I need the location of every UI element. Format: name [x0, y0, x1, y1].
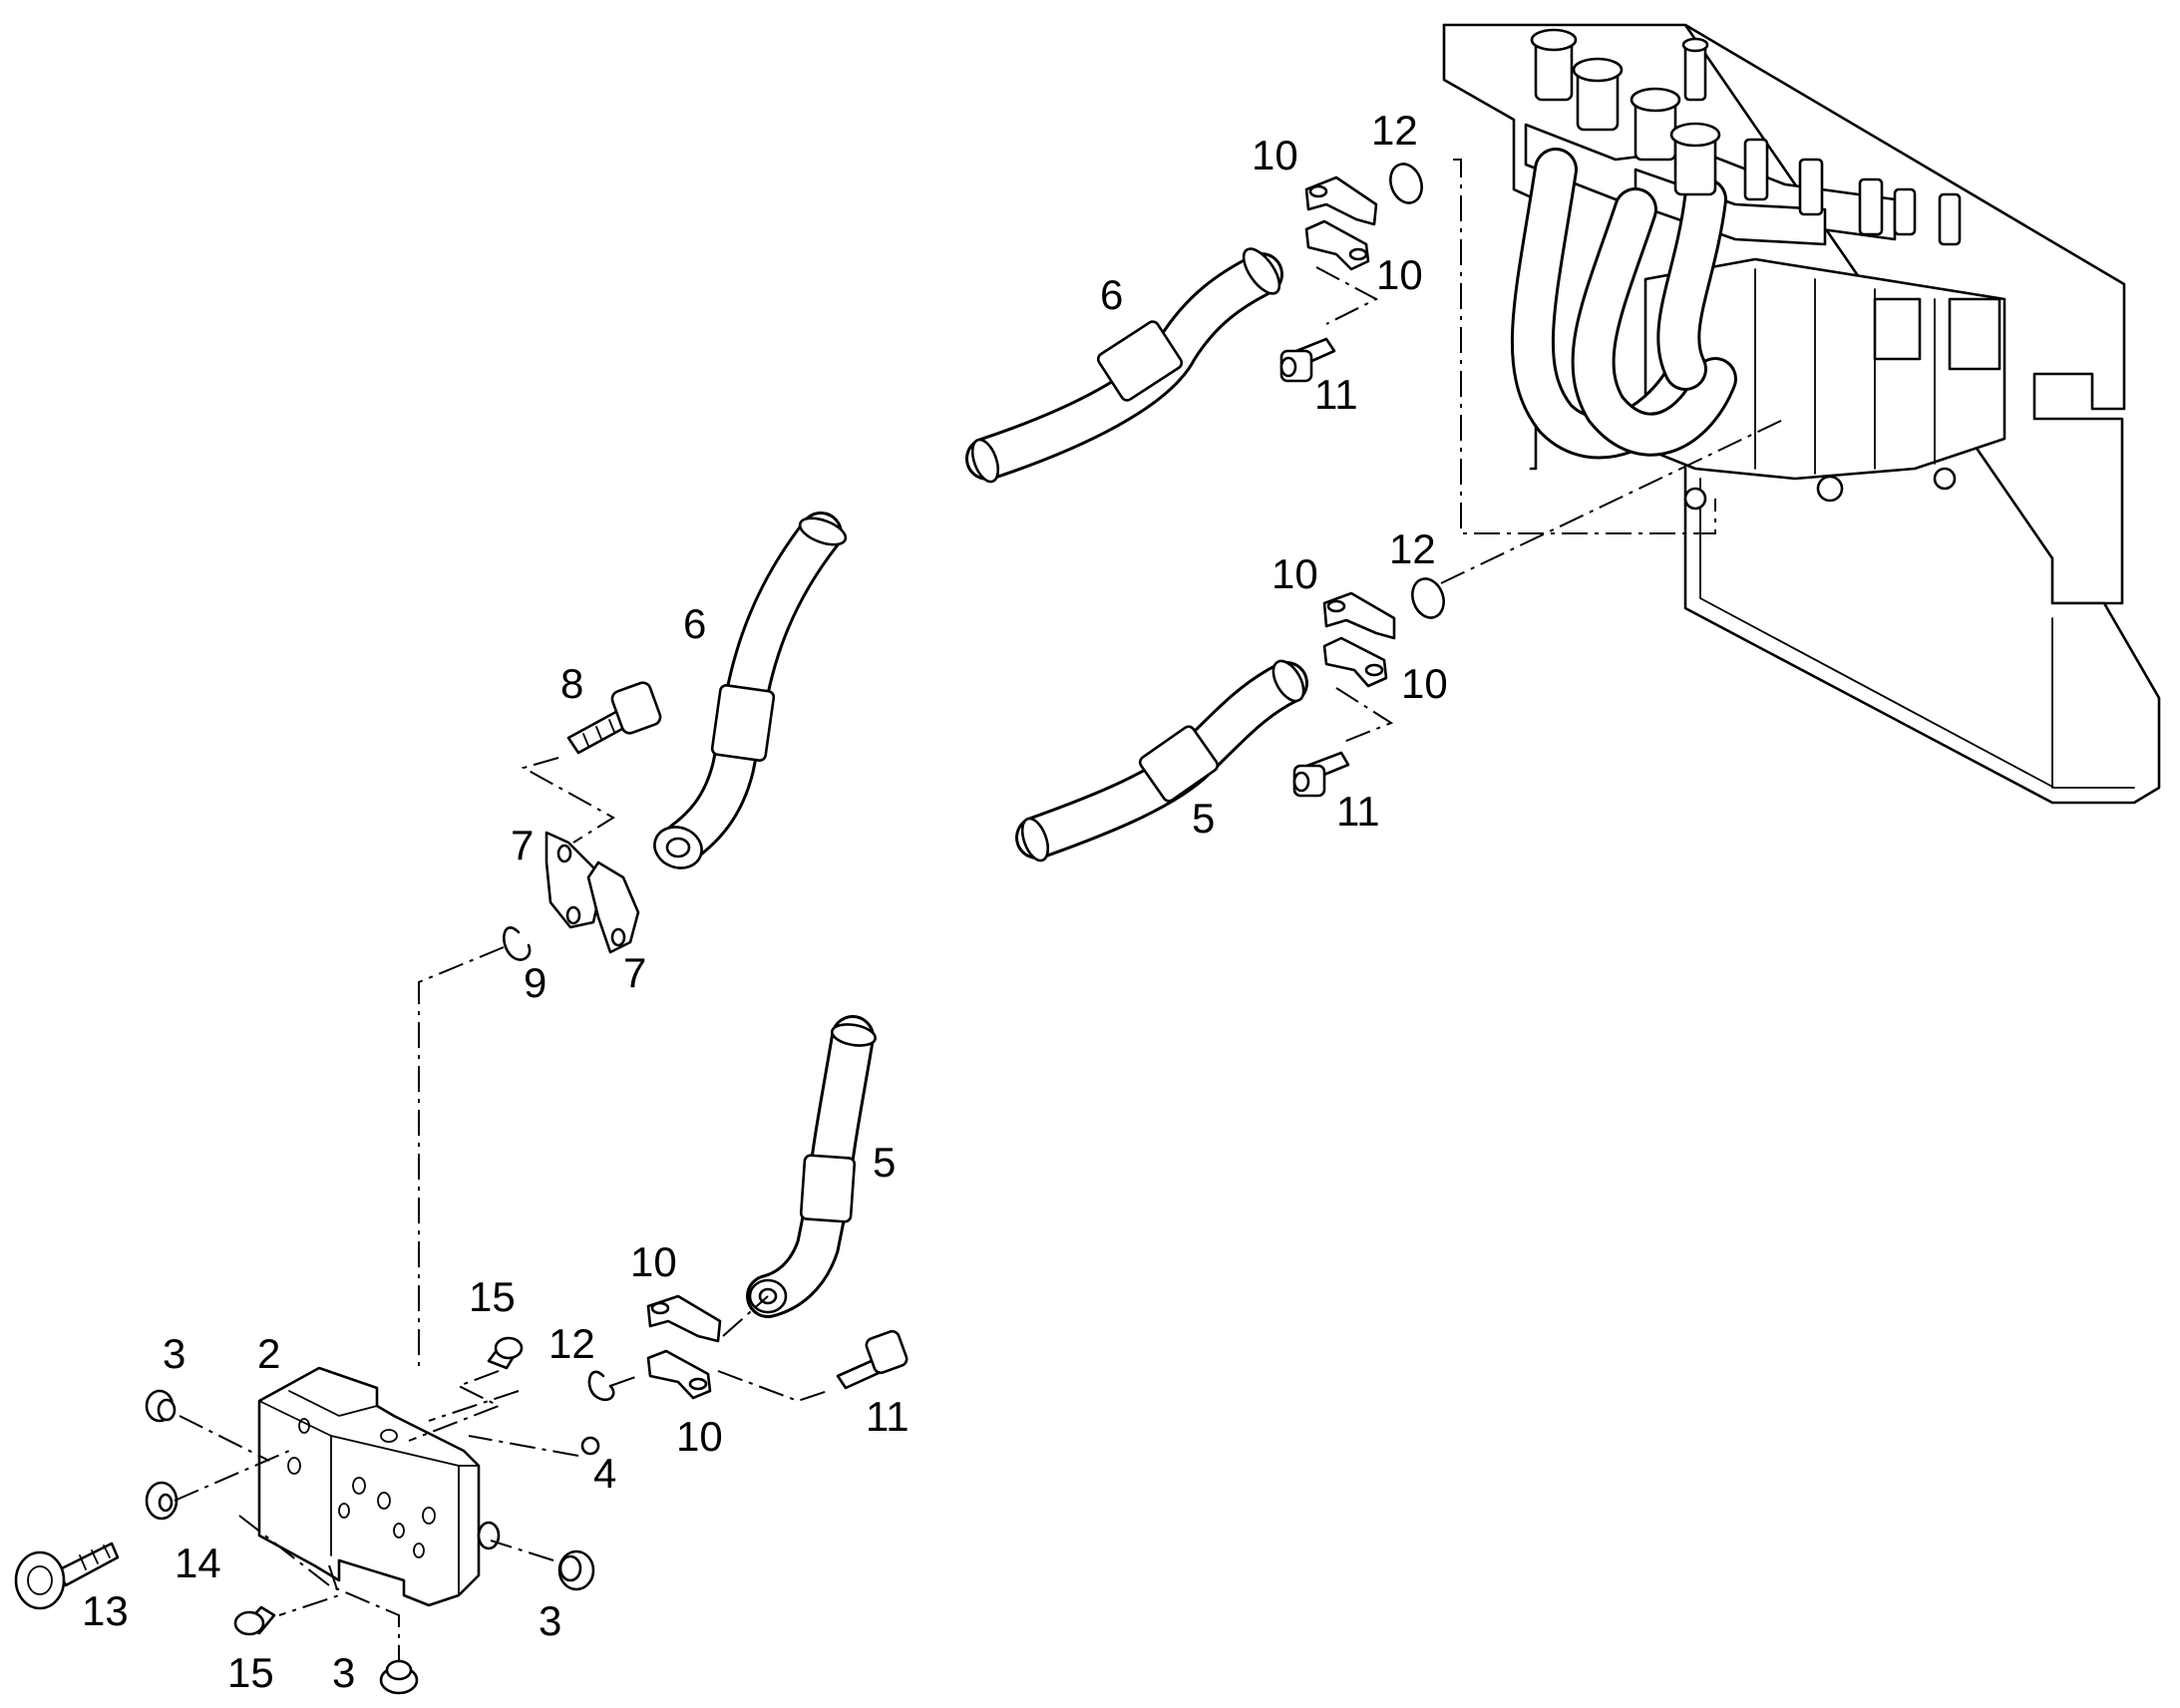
callout-11-top: 11 [1314, 371, 1358, 418]
flange-half-10-f [646, 1349, 712, 1400]
flange-half-7-b [586, 860, 640, 954]
bolt-11-upper [1279, 337, 1336, 383]
callout-14: 14 [175, 1539, 221, 1586]
callout-6-top: 6 [1100, 271, 1123, 318]
hose-5-lower [746, 1015, 878, 1318]
callout-7-right: 7 [623, 949, 646, 996]
callout-11-middle: 11 [1336, 788, 1380, 835]
hose-6-upper [965, 247, 1283, 484]
flange-half-10-c [1322, 591, 1396, 640]
callout-5-middle: 5 [1192, 795, 1215, 842]
callout-7-left: 7 [511, 822, 534, 868]
o-ring-12-middle [1411, 577, 1445, 619]
callout-5-lower: 5 [873, 1139, 896, 1186]
assembly-leader-lines [174, 159, 1786, 1660]
callout-12-middle: 12 [1389, 525, 1436, 572]
plug-3-right [557, 1549, 595, 1591]
screw-15-bottom [233, 1605, 276, 1636]
callout-15-bottom: 15 [227, 1649, 274, 1696]
o-ring-9 [503, 926, 532, 961]
washer-14 [145, 1481, 179, 1521]
callout-6-middle: 6 [683, 600, 706, 647]
callout-10-middle-left: 10 [1272, 550, 1318, 597]
callout-9: 9 [524, 959, 546, 1006]
callout-12-top: 12 [1371, 107, 1418, 154]
callout-2: 2 [257, 1330, 280, 1377]
bolt-8 [566, 681, 662, 755]
callout-10-lower-left: 10 [630, 1238, 677, 1285]
flange-half-10-e [646, 1294, 722, 1343]
callout-10-top-right: 10 [1376, 251, 1423, 298]
callout-4: 4 [593, 1450, 616, 1497]
callout-13: 13 [82, 1587, 129, 1634]
port-fitting [1530, 28, 1578, 102]
hose-6-middle [653, 512, 848, 869]
flange-half-10-a [1304, 175, 1378, 226]
callout-labels: 12 10 10 6 11 6 12 10 8 10 7 5 11 7 9 5 … [82, 107, 1448, 1696]
bolt-11-middle [1292, 751, 1350, 798]
callout-3-right: 3 [539, 1597, 561, 1644]
callout-3-top-left: 3 [163, 1330, 185, 1377]
callout-10-middle-right: 10 [1401, 660, 1448, 707]
screw-15-top [487, 1336, 524, 1370]
spool-cap [1743, 138, 1962, 246]
callout-10-lower-right: 10 [676, 1413, 723, 1460]
callout-3-bottom: 3 [332, 1649, 355, 1696]
plug-3-top-left [145, 1389, 177, 1423]
port-fitting [1681, 37, 1709, 102]
o-ring-12-lower [587, 1370, 615, 1402]
bolt-11-lower [836, 1329, 908, 1390]
tank-body [1683, 467, 2161, 805]
control-valve-assembly [1442, 23, 2161, 805]
port-fitting [1669, 122, 1721, 196]
callout-15-top: 15 [469, 1273, 516, 1320]
callout-11-lower: 11 [866, 1393, 909, 1440]
flange-half-10-b [1304, 219, 1370, 271]
hose-5-middle [1015, 659, 1308, 862]
callout-10-top-left: 10 [1252, 132, 1298, 178]
port-fitting [1572, 57, 1624, 132]
bolt-13 [14, 1541, 120, 1610]
manifold-block-2 [257, 1366, 501, 1607]
callout-12-lower: 12 [548, 1320, 595, 1367]
plug-3-bottom [379, 1659, 419, 1695]
port-fitting [1630, 87, 1681, 162]
flange-half-10-d [1322, 636, 1388, 688]
o-ring-12-upper [1389, 163, 1423, 204]
plug-4 [580, 1436, 600, 1456]
callout-8: 8 [560, 660, 583, 707]
